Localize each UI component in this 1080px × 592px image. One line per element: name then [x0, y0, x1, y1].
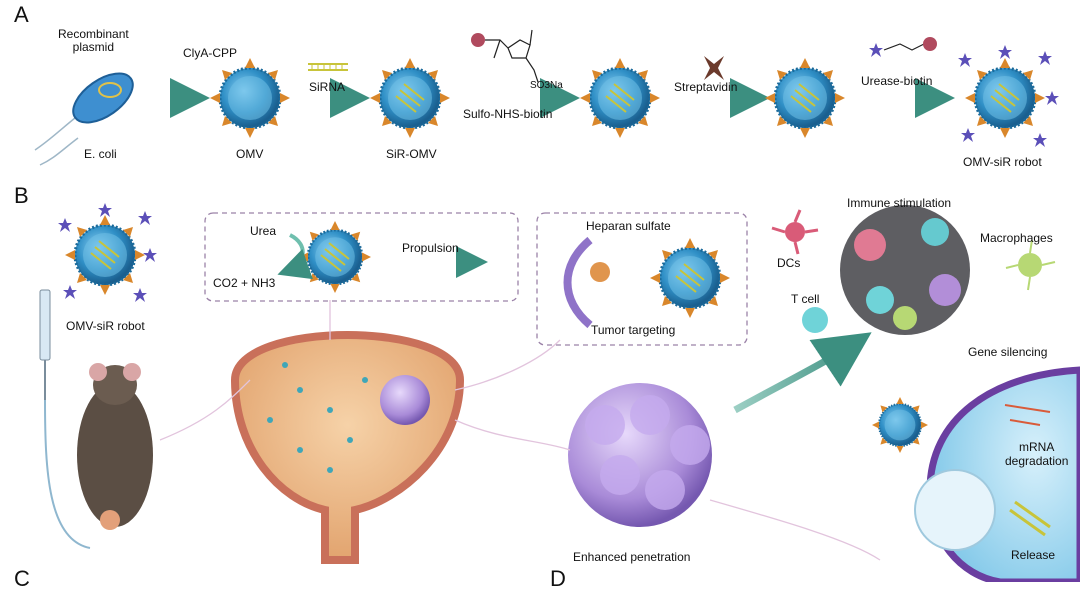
connector-lines — [159, 300, 881, 561]
cell-membrane — [563, 236, 593, 329]
dc-cell — [771, 209, 819, 255]
immune-cluster — [840, 205, 970, 335]
co2-label: CO2 + NH3 — [213, 276, 276, 290]
propulsion-label: Propulsion — [402, 241, 459, 255]
bladder — [230, 331, 465, 564]
omv-label: OMV — [236, 147, 264, 161]
mrna-label: mRNA degradation — [1005, 440, 1069, 468]
panel-label-b: B — [14, 183, 29, 208]
plasmid-label: Recombinant plasmid — [58, 27, 129, 54]
targeting-box — [536, 212, 748, 346]
heparan-label: Heparan sulfate — [586, 219, 671, 233]
sir-omv-label: SiR-OMV — [386, 147, 437, 161]
syringe — [39, 289, 91, 549]
urea-label: Urea — [250, 224, 277, 238]
heparan-particle — [590, 262, 610, 282]
tcell — [802, 307, 828, 333]
tcell-label: T cell — [791, 292, 820, 306]
macrophages-label: Macrophages — [980, 231, 1053, 245]
propulsion-box — [204, 212, 519, 302]
sulfo-nhs-biotin-structure — [471, 29, 539, 83]
panel-label-a: A — [14, 2, 29, 27]
robot-entering-cell — [870, 395, 930, 455]
omv-sir-robot-label-a: OMV-siR robot — [963, 155, 1042, 169]
streptavidin-icon — [704, 56, 724, 80]
sulfo-label: Sulfo-NHS-biotin — [463, 107, 553, 121]
release-label: Release — [1011, 548, 1056, 562]
urea-arrow — [277, 233, 313, 280]
immune-arrow — [733, 332, 872, 414]
endosome — [914, 469, 996, 551]
tumor-spheroid — [568, 383, 712, 527]
mouse — [77, 363, 153, 530]
tumor-targeting-label: Tumor targeting — [591, 323, 676, 337]
macrophage-cell — [1005, 239, 1056, 291]
ecoli-cell — [34, 72, 134, 166]
omv-particle — [208, 56, 292, 140]
immune-label: Immune stimulation — [847, 196, 952, 210]
streptavidin-label: Streptavidin — [674, 80, 738, 94]
omv-sir-robot-label-b: OMV-siR robot — [66, 319, 145, 333]
sirna-icon — [308, 63, 348, 71]
clya-label: ClyA-CPP — [183, 46, 238, 60]
penetration-label: Enhanced penetration — [573, 550, 691, 564]
urease-biotin-label: Urease-biotin — [861, 74, 933, 88]
so3na-label: SO3Na — [530, 80, 563, 91]
dcs-label: DCs — [777, 256, 801, 270]
urease-biotin-structure — [869, 37, 937, 57]
target-cell — [914, 366, 1080, 582]
sirna-label: SiRNA — [309, 80, 346, 94]
gene-silencing-label: Gene silencing — [968, 345, 1048, 359]
ecoli-label: E. coli — [84, 147, 117, 161]
bladder-tumor — [380, 375, 430, 425]
